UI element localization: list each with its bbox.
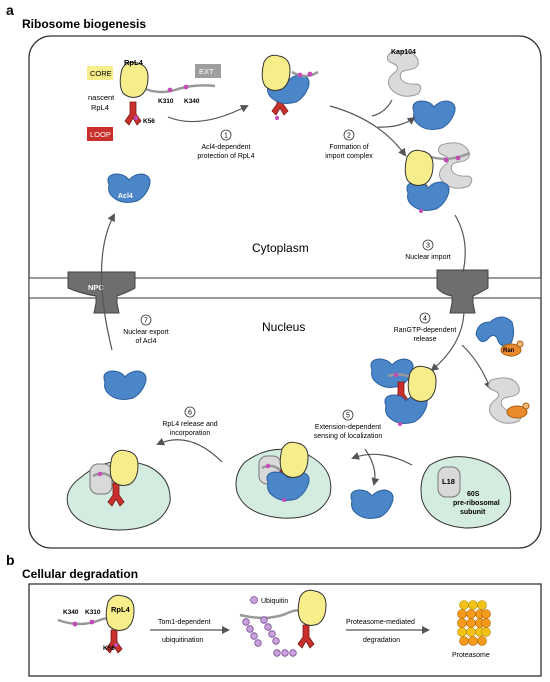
subunit-line-3: subunit (460, 509, 486, 516)
step-4-text-1: RanGTP-dependent (394, 327, 457, 334)
ubiquitin-legend-icon (250, 596, 258, 604)
b-k56-label: K56 (103, 645, 115, 652)
proteasome-icon (457, 600, 491, 646)
step-4-circle (419, 312, 431, 324)
arrow-step-5 (351, 452, 413, 466)
rpl4-degradation-substrate (57, 594, 135, 654)
subunit-line-2: pre-ribosomal (453, 500, 500, 507)
arrow-kap104-branch (371, 99, 393, 117)
arrow-step-3 (454, 214, 466, 273)
b-rpl4-label: RpL4 (111, 605, 131, 614)
rpl4-acl4-complex-top (261, 54, 319, 120)
step-2-circle (343, 129, 355, 141)
arrow-step-7 (100, 213, 115, 351)
k310-lysine (167, 87, 173, 93)
panel-b-letter: b (6, 552, 15, 568)
ribosome-with-rpl4 (66, 449, 171, 531)
step-4-number: 4 (423, 316, 427, 323)
kap104-ran-complex (487, 377, 530, 424)
step-6-circle (184, 406, 196, 418)
step-6-number: 6 (188, 410, 192, 417)
step-5-number: 5 (346, 413, 350, 420)
arrow-ubiquitination-line-2: ubiquitination (162, 637, 203, 644)
step-1-circle (220, 129, 232, 141)
step-5-circle (342, 409, 354, 421)
b-k340-label: K340 (63, 609, 79, 616)
k56-lysine (133, 115, 139, 121)
legend-loop-label: LOOP (90, 130, 111, 139)
rpl4-acl4-complex-nucleus (370, 358, 437, 426)
panel-a-title: Ribosome biogenesis (22, 17, 146, 31)
step-1-text-1: Acl4-dependent (201, 144, 250, 151)
ribosome-with-complex (235, 441, 332, 519)
cytoplasm-label: Cytoplasm (252, 241, 309, 255)
npc-left: NPC (67, 271, 136, 314)
legend-ext-swatch (195, 64, 221, 78)
arrow-step-6 (156, 437, 223, 463)
nascent-label-2: RpL4 (91, 103, 109, 112)
step-7-circle (140, 314, 152, 326)
npc-label: NPC (88, 283, 104, 292)
arrow-degradation-line-2: degradation (363, 637, 400, 644)
step-7-text-2: of Acl4 (135, 338, 156, 345)
arrow-degradation-line-1: Proteasome-mediated (346, 619, 415, 626)
subunit-line-1: 60S (467, 491, 480, 498)
legend-ext-label: EXT (199, 67, 214, 76)
b-k310-label: K310 (85, 609, 101, 616)
nuclear-envelope (28, 277, 542, 299)
step-3-number: 3 (426, 243, 430, 250)
ran-label: Ran (503, 348, 515, 354)
panel-a-letter: a (6, 2, 14, 18)
step-4-text-2: release (414, 336, 437, 343)
rpl4-label: RpL4 (124, 58, 144, 67)
legend-core-label: CORE (90, 69, 112, 78)
ran-acl4-complex: Ran (475, 316, 524, 357)
step-1-text-2: protection of RpL4 (197, 153, 254, 160)
arrow-step-4 (430, 312, 465, 372)
arrow-acl4-down (364, 448, 380, 486)
legend-core-swatch (87, 66, 113, 80)
step-1-number: 1 (224, 133, 228, 140)
legend-loop-swatch (87, 127, 113, 141)
k56-label: K56 (143, 118, 155, 125)
ubiquitin-label: Ubiquitin (261, 598, 288, 605)
step-2-number: 2 (347, 133, 351, 140)
pre-ribosomal-subunit (420, 456, 512, 529)
ubiquitinated-rpl4 (239, 589, 327, 657)
k340-label: K340 (184, 98, 200, 105)
panel-b-title: Cellular degradation (22, 567, 138, 581)
step-3-text-1: Nuclear import (405, 254, 451, 261)
step-2-text-2: import complex (325, 153, 373, 160)
arrow-step-2 (329, 105, 407, 157)
proteasome-label: Proteasome (452, 652, 490, 659)
step-6-text-1: RpL4 release and (162, 421, 217, 428)
l18-label: L18 (442, 477, 455, 486)
nucleus-label: Nucleus (262, 320, 305, 334)
arrow-ubiquitination-line-1: Tom1-dependent (158, 619, 211, 626)
kap104-label: Kap104 (391, 49, 416, 56)
acl4-label: Acl4 (118, 193, 133, 200)
step-3-circle (422, 239, 434, 251)
npc-right (436, 269, 489, 314)
step-5-text-1: Extension-dependent (315, 424, 381, 431)
step-5-text-2: sensing of localization (314, 433, 383, 440)
k340-lysine (183, 84, 189, 90)
step-7-number: 7 (144, 318, 148, 325)
arrow-step-1 (167, 105, 249, 123)
step-7-text-1: Nuclear export (123, 329, 169, 336)
step-6-text-2: incorporation (170, 430, 211, 437)
arrow-acl4-release (377, 116, 416, 128)
k310-label: K310 (158, 98, 174, 105)
nascent-label-1: nascent (88, 93, 115, 102)
import-complex (404, 142, 473, 213)
nascent-rpl4 (119, 61, 216, 126)
step-2-text-1: Formation of (329, 144, 368, 151)
